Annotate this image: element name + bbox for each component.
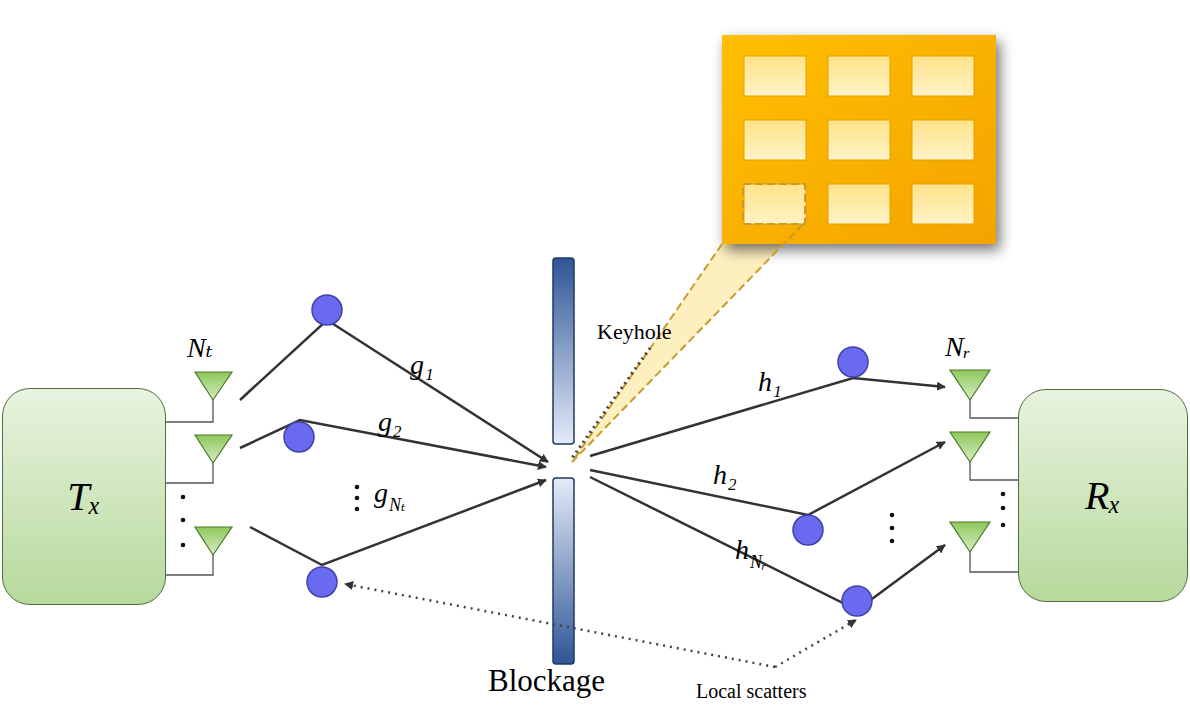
blockage-bar (553, 258, 574, 444)
rx-antennas (950, 370, 990, 552)
text-label: Nₜ (389, 496, 405, 516)
transceiver-box: Rₓ (1018, 389, 1188, 602)
panel-tiles (744, 56, 974, 224)
text-label: g₁ (410, 350, 434, 381)
propagation-paths (240, 320, 945, 610)
text-label: Nᵣ (945, 332, 971, 363)
text-label: h₂ (713, 460, 737, 491)
rx-antenna-wires (970, 398, 1018, 572)
surface-panel (722, 35, 996, 244)
text-label: Nᵣ (750, 553, 766, 573)
text-label: Nₜ (187, 333, 213, 364)
local-scatterers (284, 295, 872, 616)
text-label: g₂ (378, 407, 402, 438)
blockage-bar (553, 478, 574, 664)
continuation-dots (181, 485, 1006, 548)
scatter-pointers (345, 584, 856, 667)
node-label: Tₓ (67, 473, 101, 520)
transceiver-box: Tₓ (2, 388, 166, 605)
text-label: Blockage (488, 664, 605, 698)
node-label: Rₓ (1085, 472, 1121, 519)
text-label: Local scatters (696, 680, 807, 702)
text-label: h₁ (758, 367, 782, 398)
tx-antenna-wires (165, 398, 213, 575)
text-label: Keyhole (597, 320, 672, 344)
text-label: g (374, 478, 388, 509)
selected-tile (743, 184, 805, 224)
tx-antennas (195, 372, 232, 555)
text-label: h (735, 535, 749, 566)
